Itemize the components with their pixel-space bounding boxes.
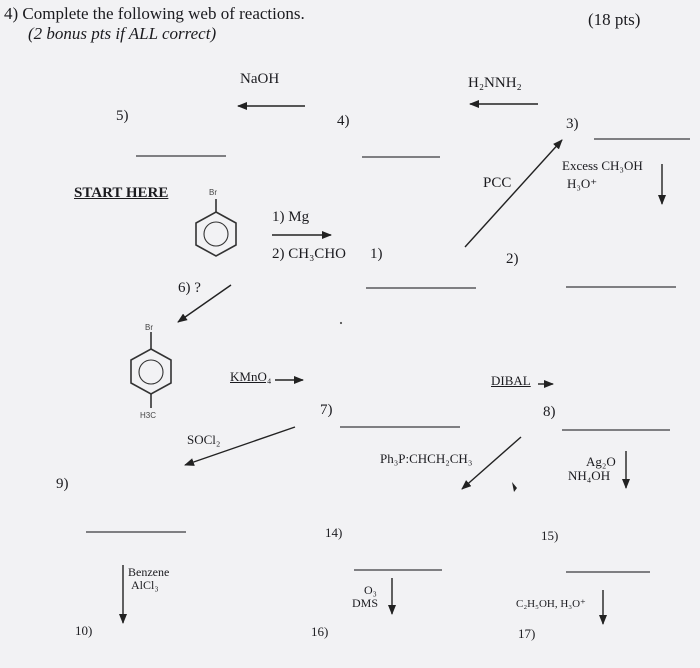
reagent-methanol: Excess CH₃OH [562,158,643,173]
reagent-acid: H₃O⁺ [567,176,598,191]
reagent-naoh: NaOH [240,71,280,87]
points-label: (18 pts) [588,10,641,29]
reagent-nh4oh: NH₄OH [568,468,611,483]
reagent-ch3cho: 2) CH₃CHO [272,246,346,262]
arrow-wittig [461,436,522,490]
label-3: 3) [566,116,579,132]
arrow-socl2 [184,426,296,466]
reagent-ozone: O₃ [364,583,377,597]
reagent-hydrazine: H₂NNH₂ [468,75,522,91]
label-14: 14) [325,525,343,540]
bromobenzene-br-atom: Br [209,188,217,197]
label-17: 17) [518,626,536,641]
reagent-wittig: Ph₃P:CHCH₂CH₃ [380,451,473,466]
start-here-label: START HERE [74,185,169,201]
label-5: 5) [116,108,129,124]
arrow-6 [177,284,232,323]
reagent-alcl3: AlCl₃ [131,578,159,592]
reagent-dibal: DIBAL [491,373,531,388]
label-15: 15) [541,528,559,543]
bromobenzene-molecule: Br [195,188,237,257]
reagent-socl2: SOCl₂ [187,432,221,447]
label-9: 9) [56,476,69,492]
bromotoluene-methyl-label: H3C [140,411,156,420]
label-16: 16) [311,624,329,639]
reagent-pcc: PCC [483,175,512,191]
reagent-mg: 1) Mg [272,209,310,225]
stray-dot [339,321,343,325]
arrow-pcc [464,139,563,248]
label-8: 8) [543,404,556,420]
reagent-dms: DMS [352,596,379,610]
bonus-note: (2 bonus pts if ALL correct) [28,24,217,43]
label-7: 7) [320,402,333,418]
bromotoluene-molecule: Br H3C [130,323,172,420]
question-title: 4) Complete the following web of reactio… [4,4,305,23]
bromotoluene-br-atom: Br [145,323,153,332]
label-2: 2) [506,251,519,267]
reagent-ag2o: Ag₂O [586,454,616,469]
reagent-benzene: Benzene [128,565,170,579]
cursor-mark [512,482,517,492]
label-4: 4) [337,113,350,129]
label-1: 1) [370,246,383,262]
reagent-kmno4: KMnO₄ [230,369,272,384]
label-10: 10) [75,623,93,638]
label-6: 6) ? [178,280,201,296]
reagent-ethanol-acid: C₂H₅OH, H₃O⁺ [516,598,586,610]
